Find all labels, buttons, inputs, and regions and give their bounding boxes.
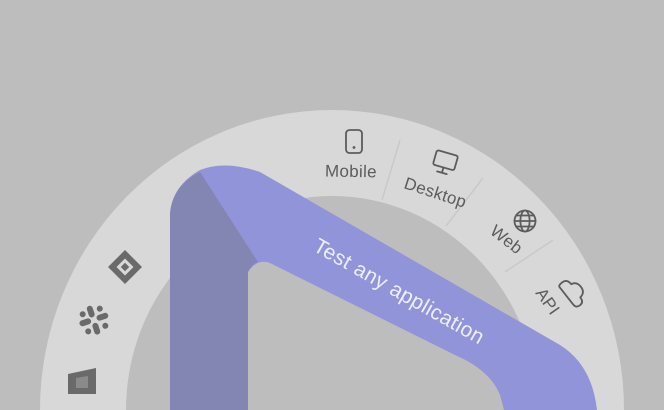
app-logo-icon <box>68 368 96 394</box>
globe-icon <box>513 209 537 233</box>
slack-icon <box>79 305 109 335</box>
segment-label-mobile: Mobile <box>325 162 377 182</box>
mobile-icon <box>345 129 363 154</box>
band-diagonal <box>170 165 597 410</box>
segment-mobile[interactable]: Mobile <box>325 129 377 182</box>
desktop-icon <box>432 149 459 176</box>
band-vertical <box>170 172 258 410</box>
cloud-icon <box>558 279 584 308</box>
arc-dividers <box>381 139 554 273</box>
